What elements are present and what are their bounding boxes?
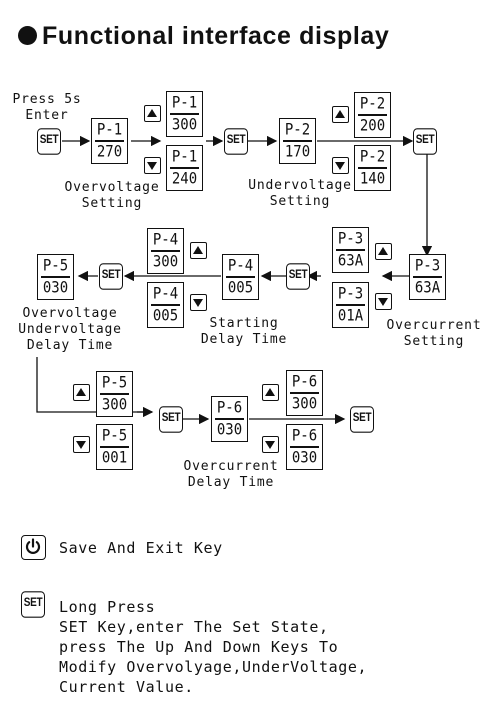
overcurrent-delay-label: Overcurrent Delay Time — [183, 459, 279, 490]
up-arrow-icon[interactable] — [375, 243, 392, 260]
power-icon — [25, 538, 41, 554]
overvoltage-setting-label: Overvoltage Setting — [64, 180, 160, 211]
down-arrow-icon[interactable] — [144, 157, 161, 174]
bullet-icon — [18, 26, 37, 45]
up-arrow-icon[interactable] — [144, 105, 161, 122]
down-arrow-icon[interactable] — [73, 436, 90, 453]
overcurrent-setting-label: Overcurrent Setting — [386, 318, 482, 349]
down-arrow-icon[interactable] — [375, 293, 392, 310]
down-arrow-icon[interactable] — [190, 294, 207, 311]
press-enter-label: Press 5s Enter — [12, 92, 82, 123]
save-exit-description: Save And Exit Key — [59, 539, 223, 557]
set-key-description: Long Press SET Key,enter The Set State, … — [59, 598, 368, 696]
set-key[interactable]: SET — [37, 128, 61, 155]
set-key[interactable]: SET — [99, 263, 123, 290]
undervoltage-setting-label: Undervoltage Setting — [248, 178, 352, 209]
set-key[interactable]: SET — [286, 263, 310, 290]
set-key[interactable]: SET — [159, 406, 183, 433]
up-arrow-icon[interactable] — [262, 384, 279, 401]
power-key-icon[interactable] — [21, 535, 46, 560]
down-arrow-icon[interactable] — [262, 436, 279, 453]
up-arrow-icon[interactable] — [332, 106, 349, 123]
set-key[interactable]: SET — [350, 406, 374, 433]
set-key[interactable]: SET — [224, 128, 248, 155]
ov-uv-delay-label: Overvoltage Undervoltage Delay Time — [18, 306, 122, 353]
up-arrow-icon[interactable] — [73, 384, 90, 401]
page-title: Functional interface display — [18, 22, 389, 51]
down-arrow-icon[interactable] — [332, 157, 349, 174]
set-key-legend[interactable]: SET — [21, 591, 45, 618]
starting-delay-label: Starting Delay Time — [200, 316, 288, 347]
up-arrow-icon[interactable] — [190, 242, 207, 259]
set-key[interactable]: SET — [413, 128, 437, 155]
